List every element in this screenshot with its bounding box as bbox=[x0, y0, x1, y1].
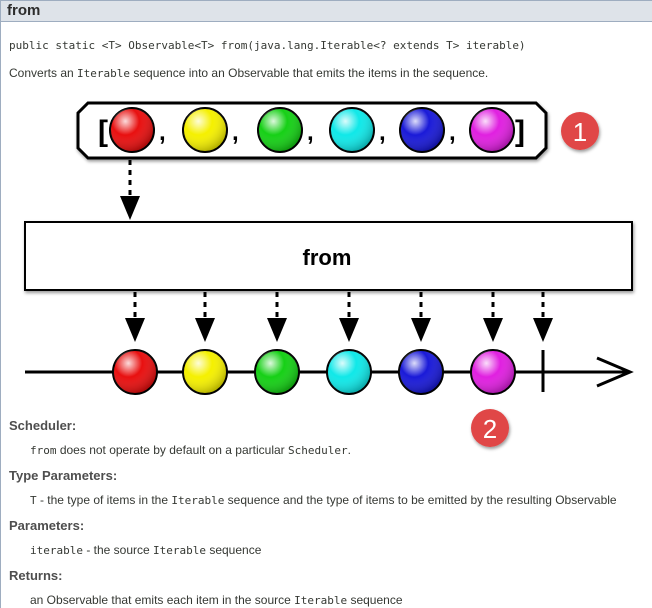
svg-text:2: 2 bbox=[483, 414, 497, 444]
text: - the source bbox=[82, 543, 154, 557]
operator-box bbox=[24, 221, 633, 291]
text: . bbox=[347, 443, 351, 457]
timeline-arrowhead bbox=[596, 356, 634, 388]
code-text: Iterable bbox=[153, 544, 206, 557]
badge-2: 2 bbox=[471, 409, 509, 447]
arrowhead bbox=[195, 318, 215, 342]
source-item bbox=[329, 107, 375, 153]
close-bracket: ] bbox=[515, 115, 525, 148]
source-item bbox=[109, 107, 155, 153]
emitted-item bbox=[326, 349, 372, 395]
method-description: Converts an Iterable sequence into an Ob… bbox=[9, 66, 488, 80]
emitted-item bbox=[254, 349, 300, 395]
arrowhead bbox=[483, 318, 503, 342]
desc-text: sequence into an Observable that emits t… bbox=[130, 66, 489, 80]
section-title: Type Parameters: bbox=[9, 468, 118, 483]
source-item bbox=[257, 107, 303, 153]
badge-1: 1 bbox=[561, 112, 599, 150]
comma: , bbox=[232, 119, 239, 146]
section-body: iterable - the source Iterable sequence bbox=[30, 543, 261, 557]
text: sequence and the type of items to be emi… bbox=[224, 493, 617, 507]
comma: , bbox=[159, 119, 166, 146]
code-text: Iterable bbox=[294, 594, 348, 607]
emitted-item bbox=[182, 349, 228, 395]
code-text: Iterable bbox=[171, 494, 225, 507]
section-title: Scheduler: bbox=[9, 418, 77, 433]
emitted-item bbox=[470, 349, 516, 395]
text: an Observable that emits each item in th… bbox=[30, 593, 295, 607]
code-text: iterable bbox=[30, 544, 83, 557]
text: - the type of items in the bbox=[36, 493, 172, 507]
section-body: T - the type of items in the Iterable se… bbox=[30, 493, 617, 507]
text: does not operate by default on a particu… bbox=[56, 443, 288, 457]
arrowhead bbox=[411, 318, 431, 342]
source-item bbox=[182, 107, 228, 153]
arrowhead bbox=[267, 318, 287, 342]
method-signature: public static <T> Observable<T> from(jav… bbox=[9, 39, 526, 52]
desc-text: Converts an bbox=[9, 66, 78, 80]
section-title: Parameters: bbox=[9, 518, 85, 533]
arrowhead bbox=[339, 318, 359, 342]
method-header: from bbox=[1, 0, 652, 22]
text: sequence bbox=[206, 543, 262, 557]
source-item bbox=[399, 107, 445, 153]
section-title: Returns: bbox=[9, 568, 63, 583]
comma: , bbox=[379, 119, 386, 146]
desc-code: Iterable bbox=[77, 67, 131, 80]
text: sequence bbox=[347, 593, 403, 607]
method-title: from bbox=[7, 2, 41, 19]
comma: , bbox=[307, 119, 314, 146]
arrowhead bbox=[125, 318, 145, 342]
arrowhead bbox=[120, 196, 140, 220]
source-item bbox=[469, 107, 515, 153]
section-body: from does not operate by default on a pa… bbox=[30, 443, 351, 457]
code-text: Scheduler bbox=[288, 444, 348, 457]
section-body: an Observable that emits each item in th… bbox=[30, 593, 403, 607]
arrowhead bbox=[533, 318, 553, 342]
svg-text:1: 1 bbox=[573, 117, 587, 147]
emitted-item bbox=[398, 349, 444, 395]
open-bracket: [ bbox=[98, 115, 108, 148]
code-text: T bbox=[30, 494, 37, 507]
operator-label: from bbox=[303, 245, 352, 270]
emitted-item bbox=[112, 349, 158, 395]
code-text: from bbox=[30, 444, 57, 457]
comma: , bbox=[449, 119, 456, 146]
